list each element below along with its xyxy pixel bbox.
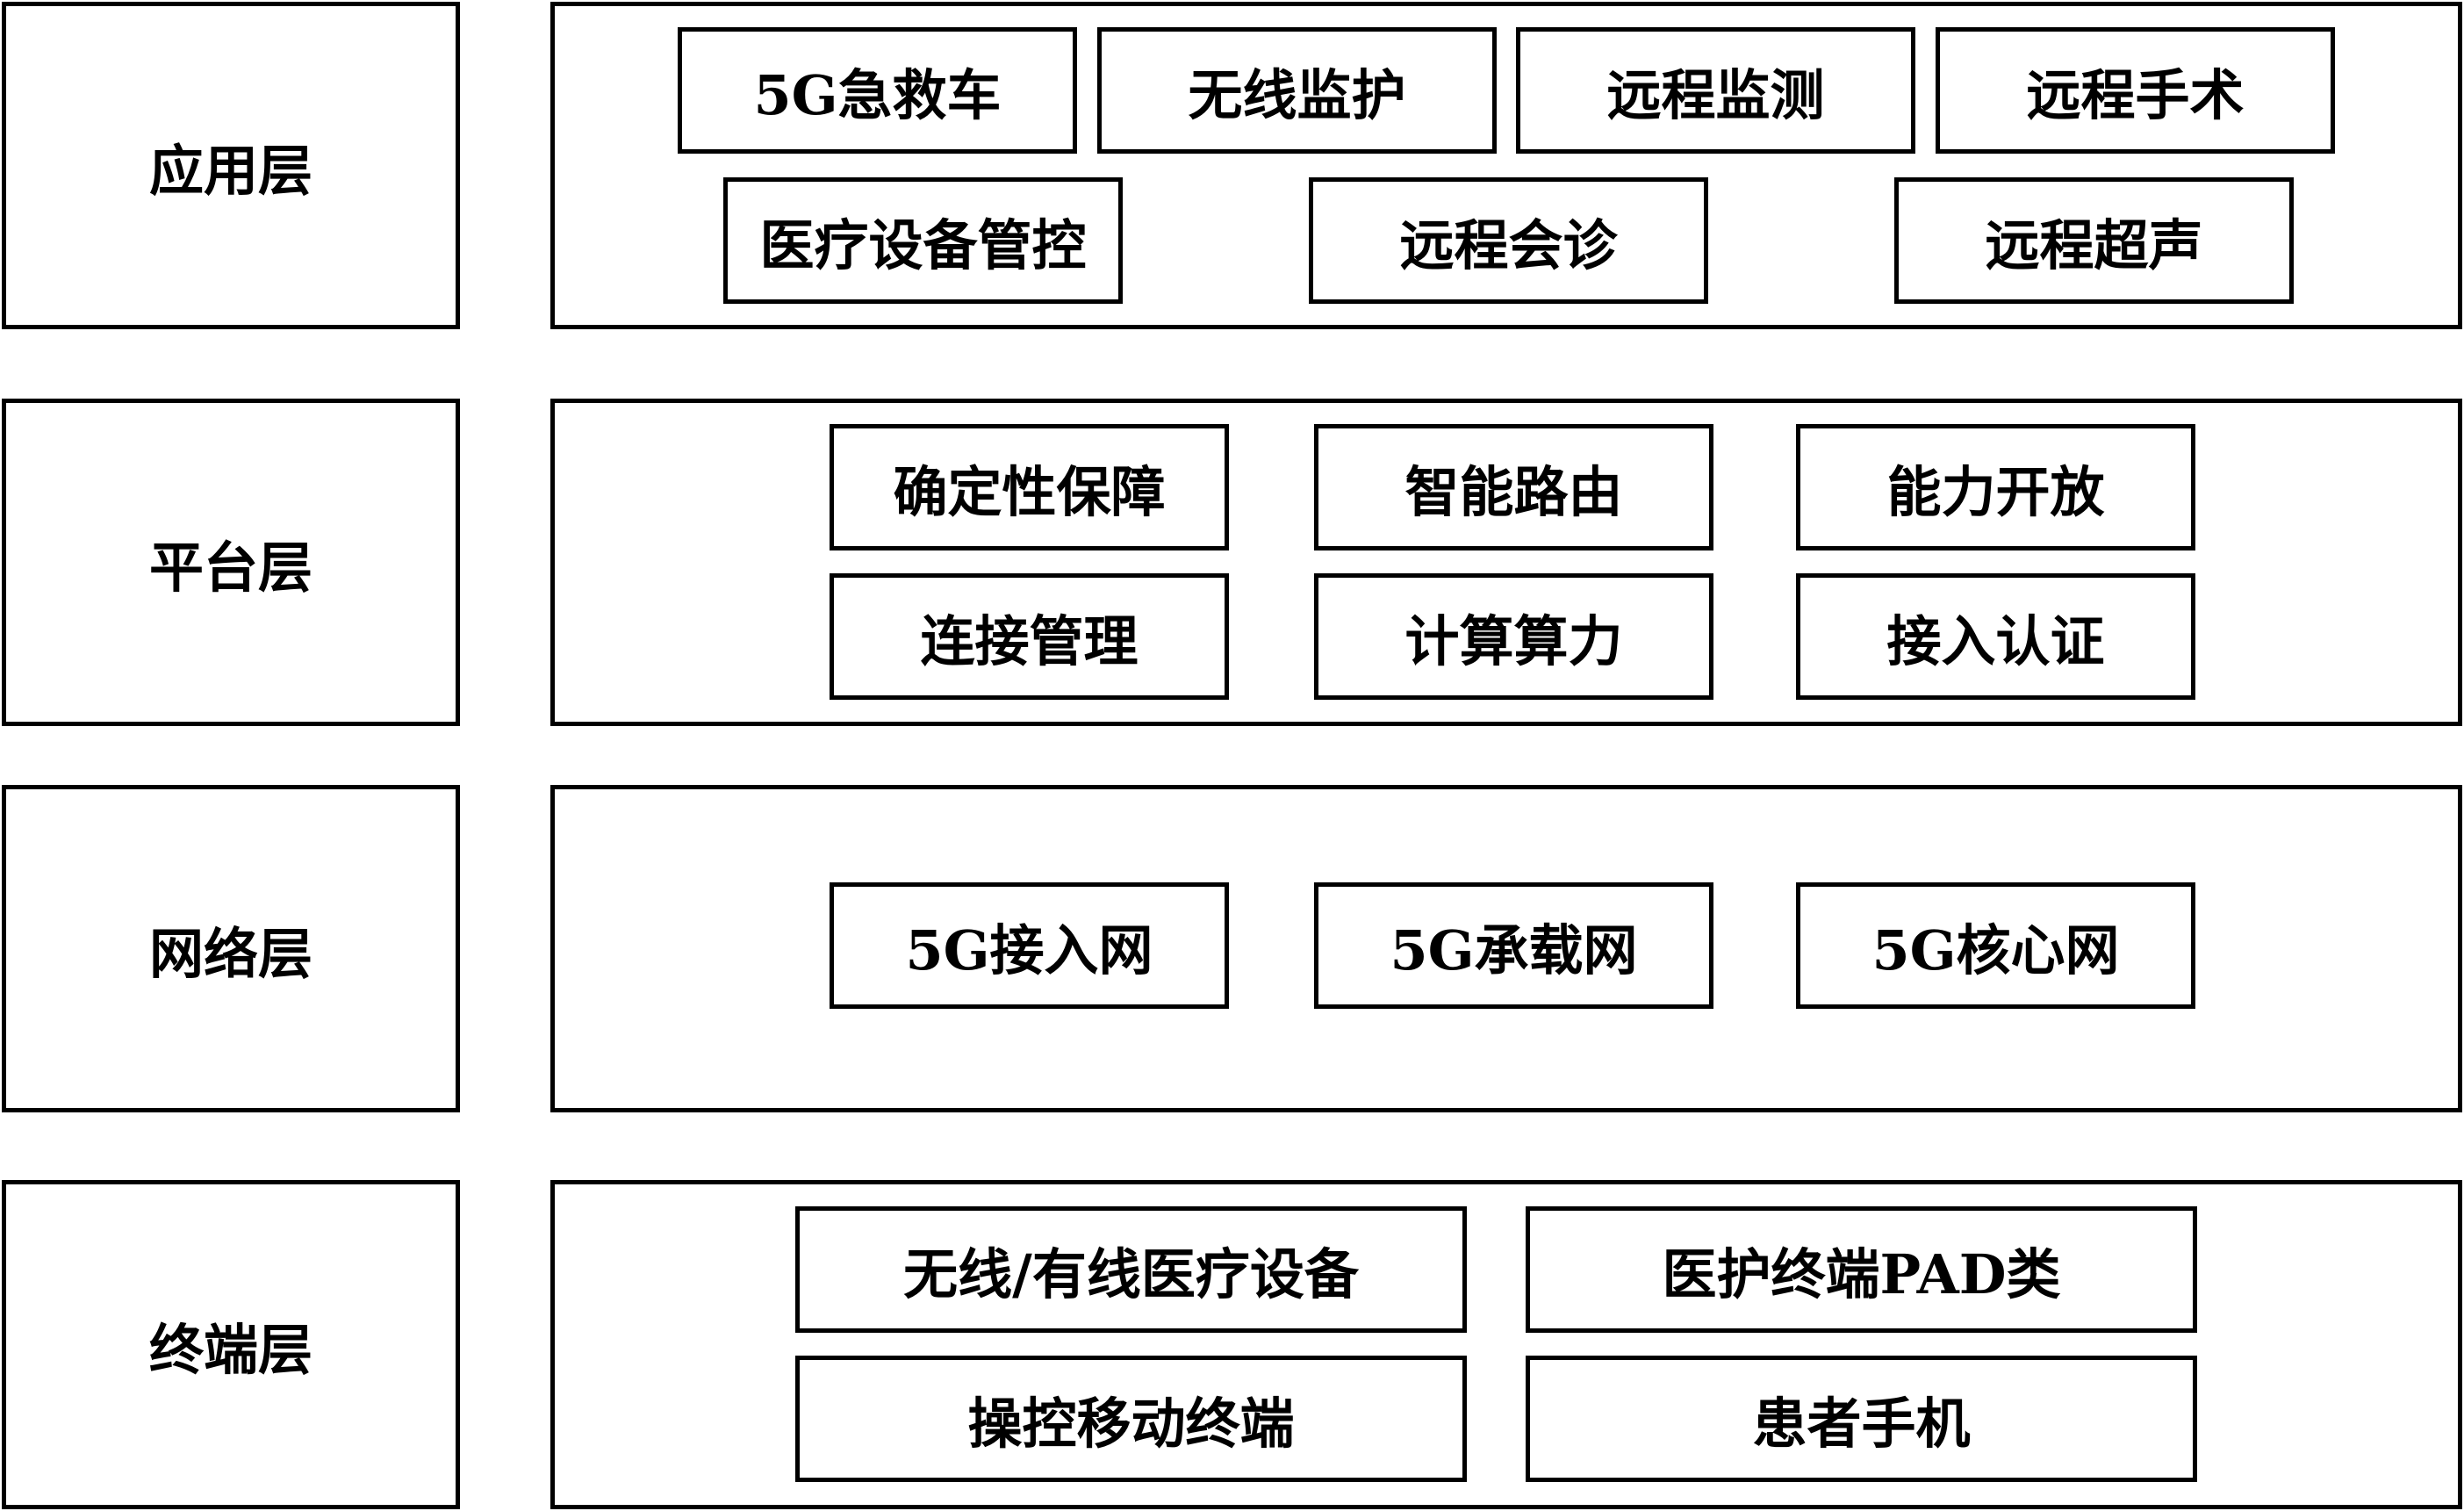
- item-5g-transport-network: 5G承载网: [1314, 882, 1713, 1009]
- item-mobile-control-terminal: 操控移动终端: [795, 1356, 1467, 1482]
- item-intelligent-routing: 智能路由: [1314, 424, 1713, 550]
- item-5g-core-network: 5G核心网: [1796, 882, 2195, 1009]
- layer-label-application: 应用层: [2, 2, 460, 329]
- item-5g-ambulance: 5G急救车: [678, 27, 1077, 154]
- item-wireless-monitoring: 无线监护: [1097, 27, 1497, 154]
- item-remote-consultation: 远程会诊: [1309, 177, 1708, 304]
- item-capability-exposure: 能力开放: [1796, 424, 2195, 550]
- item-access-authentication: 接入认证: [1796, 573, 2195, 700]
- item-medical-device-control: 医疗设备管控: [723, 177, 1123, 304]
- item-remote-surgery: 远程手术: [1936, 27, 2335, 154]
- item-5g-access-network: 5G接入网: [830, 882, 1229, 1009]
- layer-label-network: 网络层: [2, 785, 460, 1112]
- item-connection-management: 连接管理: [830, 573, 1229, 700]
- item-wireless-wired-medical-devices: 无线/有线医疗设备: [795, 1206, 1467, 1333]
- item-nurse-terminal-pad: 医护终端PAD类: [1526, 1206, 2197, 1333]
- item-remote-ultrasound: 远程超声: [1894, 177, 2294, 304]
- item-computing-power: 计算算力: [1314, 573, 1713, 700]
- layer-label-platform: 平台层: [2, 399, 460, 726]
- item-deterministic-guarantee: 确定性保障: [830, 424, 1229, 550]
- item-patient-phone: 患者手机: [1526, 1356, 2197, 1482]
- item-remote-monitoring: 远程监测: [1516, 27, 1915, 154]
- layer-label-terminal: 终端层: [2, 1180, 460, 1509]
